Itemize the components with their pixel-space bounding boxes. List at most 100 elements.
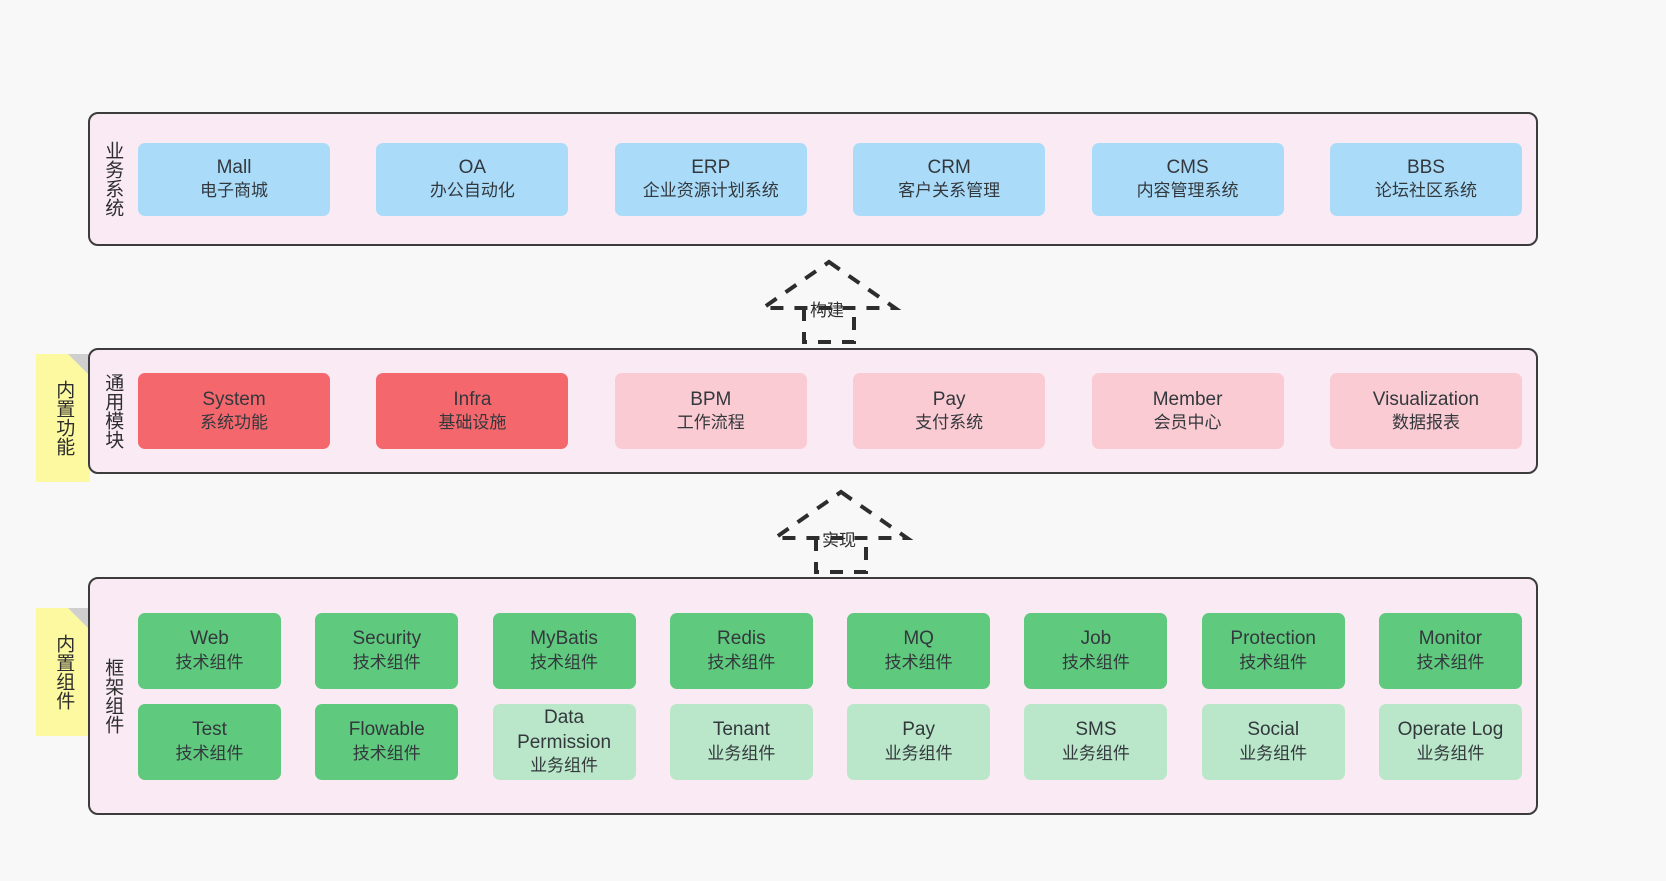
- connector-implement-label: 实现: [822, 531, 856, 550]
- card-subtitle: 技术组件: [352, 652, 421, 672]
- card-subtitle: 内容管理系统: [1136, 181, 1239, 201]
- card-subtitle: 技术组件: [1061, 652, 1130, 672]
- common-module-card-bpm[interactable]: BPM 工作流程: [614, 373, 807, 449]
- connector-build: 构建: [756, 258, 902, 344]
- card-subtitle: 业务组件: [884, 743, 953, 763]
- card-subtitle: 会员中心: [1153, 413, 1222, 433]
- business-system-card-oa[interactable]: OA 办公自动化: [376, 142, 569, 216]
- card-title: ERP: [691, 156, 731, 178]
- layer-common-modules-title: 通用模块: [102, 373, 124, 449]
- card-subtitle: 客户关系管理: [898, 181, 1001, 201]
- layer-business-systems-title: 业务系统: [102, 141, 124, 217]
- card-title: Member: [1152, 388, 1223, 410]
- card-subtitle: 系统功能: [200, 413, 268, 433]
- card-title: BPM: [690, 388, 732, 410]
- card-title: Web: [190, 628, 229, 650]
- card-subtitle: 业务组件: [530, 755, 599, 775]
- card-subtitle: 技术组件: [175, 652, 244, 672]
- business-systems-row: Mall 电子商城 OA 办公自动化 ERP 企业资源计划系统 CRM 客户关系管理 CMS 内容…: [138, 142, 1522, 216]
- card-title: SMS: [1075, 719, 1117, 741]
- business-system-card-mall[interactable]: Mall 电子商城: [138, 142, 330, 216]
- card-title: Operate Log: [1397, 719, 1504, 741]
- card-title: OA: [458, 156, 487, 178]
- business-system-card-cms[interactable]: CMS 内容管理系统: [1091, 142, 1284, 216]
- card-subtitle: 支付系统: [915, 413, 984, 433]
- card-title: Data Permission: [517, 707, 612, 753]
- common-module-card-visualization[interactable]: Visualization 数据报表: [1329, 373, 1522, 449]
- card-subtitle: 工作流程: [676, 413, 745, 433]
- folded-corner-icon: [68, 354, 90, 376]
- layer-framework-components-title: 框架组件: [102, 658, 124, 734]
- business-system-card-crm[interactable]: CRM 客户关系管理: [853, 142, 1046, 216]
- card-subtitle: 论坛社区系统: [1374, 181, 1477, 201]
- card-title: Test: [192, 719, 227, 741]
- card-title: CMS: [1166, 156, 1209, 178]
- card-title: Pay: [932, 388, 966, 410]
- card-subtitle: 业务组件: [707, 743, 776, 763]
- card-title: CRM: [927, 156, 971, 178]
- card-title: Redis: [717, 628, 766, 650]
- sticky-note-builtin-features-label: 内置功能: [53, 380, 75, 456]
- card-title: MyBatis: [530, 628, 598, 650]
- card-title: Mall: [216, 156, 252, 178]
- card-title: Flowable: [348, 719, 425, 741]
- card-subtitle: 技术组件: [884, 652, 953, 672]
- card-subtitle: 数据报表: [1391, 413, 1460, 433]
- connector-implement: 实现: [768, 488, 914, 574]
- card-subtitle: 办公自动化: [429, 181, 515, 201]
- common-module-card-pay[interactable]: Pay 支付系统: [853, 373, 1046, 449]
- card-title: MQ: [903, 628, 934, 650]
- card-title: Pay: [902, 719, 935, 741]
- business-system-card-erp[interactable]: ERP 企业资源计划系统: [614, 142, 807, 216]
- card-subtitle: 业务组件: [1061, 743, 1130, 763]
- card-subtitle: 企业资源计划系统: [642, 181, 779, 201]
- card-subtitle: 技术组件: [1239, 652, 1308, 672]
- common-module-card-member[interactable]: Member 会员中心: [1091, 373, 1284, 449]
- card-title: Job: [1080, 628, 1112, 650]
- card-title: Security: [352, 628, 422, 650]
- card-title: Protection: [1230, 628, 1316, 650]
- card-title: BBS: [1406, 156, 1445, 178]
- sticky-note-builtin-components: 内置组件: [36, 608, 90, 736]
- card-subtitle: 技术组件: [707, 652, 776, 672]
- sticky-note-builtin-features: 内置功能: [36, 354, 90, 482]
- card-title: Infra: [453, 388, 492, 410]
- card-subtitle: 业务组件: [1239, 743, 1308, 763]
- card-subtitle: 电子商城: [200, 181, 268, 201]
- sticky-note-builtin-components-label: 内置组件: [53, 634, 75, 710]
- business-system-card-bbs[interactable]: BBS 论坛社区系统: [1329, 142, 1522, 216]
- card-subtitle: 技术组件: [352, 743, 421, 763]
- card-subtitle: 技术组件: [530, 652, 599, 672]
- card-title: Visualization: [1372, 388, 1480, 410]
- card-title: Tenant: [712, 719, 770, 741]
- card-title: Monitor: [1418, 628, 1483, 650]
- card-subtitle: 基础设施: [438, 413, 507, 433]
- card-title: Social: [1247, 719, 1300, 741]
- common-module-card-infra[interactable]: Infra 基础设施: [376, 373, 569, 449]
- card-subtitle: 业务组件: [1416, 743, 1485, 763]
